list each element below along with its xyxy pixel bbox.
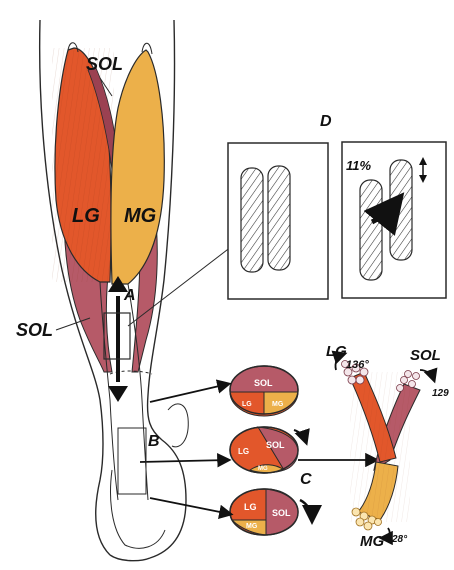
label-lg: LG [72,205,100,227]
oval3-lg: LG [244,502,257,512]
twist-mg-label: MG [360,533,384,550]
oval2-lg: LG [238,447,249,456]
label-a: A [123,287,136,304]
twist-lg-angle: 136° [346,359,369,371]
oval1-sol: SOL [254,378,273,388]
label-percent: 11% [346,158,371,173]
twist-sol-label: SOL [410,347,441,364]
label-d: D [320,113,332,130]
twist-mg-angle: 28° [391,534,408,545]
label-mg: MG [124,205,156,227]
twist-lg-label: LG [326,343,347,360]
twist-sol-angle: 129 [432,388,449,399]
oval3-sol: SOL [272,508,291,518]
label-sol-top: SOL [86,54,123,74]
oval2-mg: MG [258,466,268,472]
cross-section-1 [230,366,298,416]
oval1-mg: MG [272,401,284,408]
oval2-sol: SOL [266,440,285,450]
twisted-fascicles [335,354,434,538]
oval3-mg: MG [246,523,258,530]
label-sol-left: SOL [16,320,53,340]
label-b: B [148,433,160,450]
label-c: C [300,471,312,488]
oval1-lg: LG [242,401,252,408]
